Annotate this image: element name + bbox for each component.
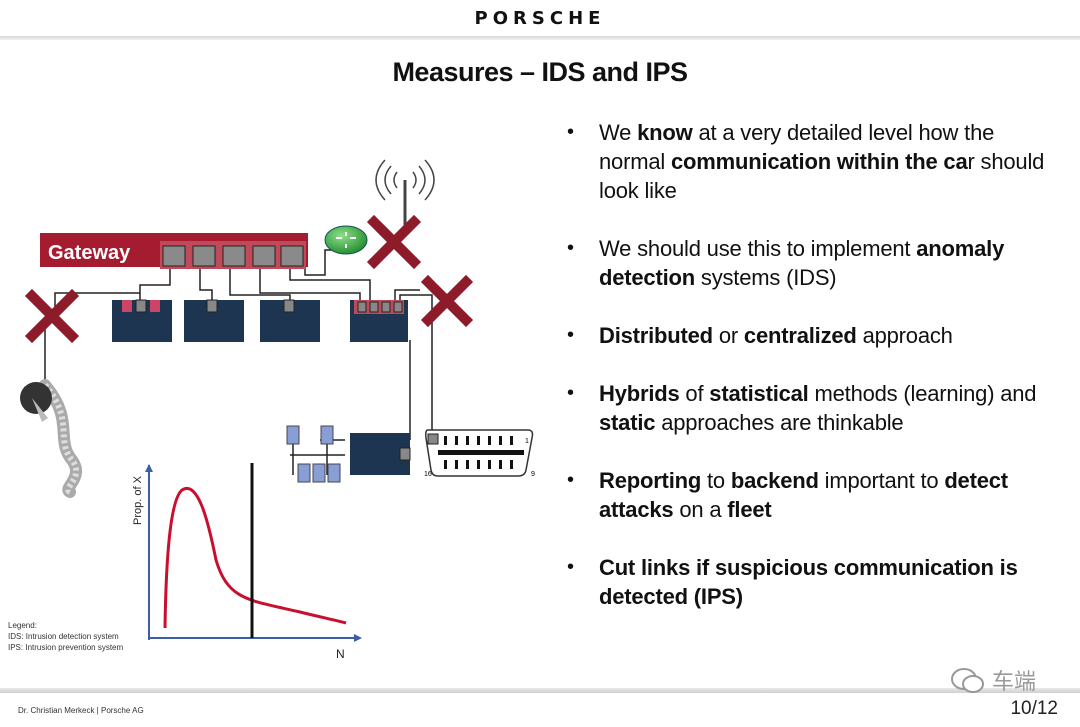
legend: Legend: IDS: Intrusion detection system … [8, 620, 123, 653]
bullet-item: Reporting to backend important to detect… [565, 466, 1065, 524]
footer-divider [0, 688, 1080, 693]
bullet-bold-text: static [599, 410, 656, 435]
bullet-text: r should look like [599, 149, 1045, 203]
header-bar: PORSCHE [0, 0, 1080, 44]
bullet-bold-text: Distributed [599, 323, 713, 348]
charging-plug-icon [20, 379, 82, 498]
bullet-bold-text: Hybrids [599, 381, 680, 406]
anomaly-graph: Prop. of X N [132, 463, 362, 661]
graph-y-label: Prop. of X [132, 475, 144, 525]
ecu-boxes [112, 299, 411, 475]
bullet-text: on a [673, 497, 728, 522]
header-divider [0, 36, 1080, 40]
pin-16-label: 16 [424, 471, 432, 478]
watermark-text: 车端 [992, 670, 1037, 695]
bullet-bold-text: Cut links if suspicious communication is… [599, 555, 1018, 609]
bullet-item: Distributed or centralized approach [565, 321, 1065, 350]
bullet-text: systems (IDS) [695, 265, 837, 290]
gateway-box: Gateway [40, 233, 308, 269]
legend-title: Legend: [8, 621, 37, 630]
bullet-bold-text: detect attacks [599, 468, 1008, 522]
bullet-text: approaches are thinkable [655, 410, 904, 435]
bullet-item: We should use this to implement anomaly … [565, 234, 1065, 292]
bullet-text: or [712, 323, 744, 348]
porsche-logo: PORSCHE [474, 8, 606, 29]
bullet-bold-text: backend [730, 468, 819, 493]
bullet-bold-text: know [637, 120, 693, 145]
gateway-label: Gateway [48, 242, 131, 264]
graph-x-label: N [336, 647, 345, 661]
bullet-text: approach [856, 323, 953, 348]
pin-9-label: 9 [531, 471, 535, 478]
bullet-text: We should use this to implement [599, 236, 917, 261]
slide-title: Measures – IDS and IPS [392, 57, 688, 87]
wechat-icon [951, 668, 984, 693]
bullet-bold-text: fleet [727, 497, 772, 522]
bullet-bold-text: centralized [743, 323, 857, 348]
bullet-text: to [701, 468, 731, 493]
bullet-bold-text: statistical [709, 381, 809, 406]
bullet-text: of [679, 381, 710, 406]
bullet-text: methods (learning) and [808, 381, 1037, 406]
antenna-icon [375, 159, 435, 228]
bullet-item: Hybrids of statistical methods (learning… [565, 379, 1065, 437]
pin-1-label: 1 [525, 438, 529, 445]
bullet-item: Cut links if suspicious communication is… [565, 553, 1065, 611]
bus-wires [44, 249, 433, 475]
bullet-bold-text: communication within the ca [670, 149, 968, 174]
bullet-bold-text: anomaly detection [599, 236, 1005, 290]
bullet-bold-text: Reporting [599, 468, 702, 493]
legend-ids: IDS: Intrusion detection system [8, 632, 119, 641]
sub-network [286, 425, 341, 483]
network-diagram: Gateway [20, 159, 535, 661]
bullet-item: We know at a very detailed level how the… [565, 118, 1065, 205]
bullet-text: We [599, 120, 638, 145]
obd-connector-icon: 1 16 9 [424, 429, 535, 478]
router-icon [324, 225, 368, 255]
footer-author: Dr. Christian Merkeck | Porsche AG [18, 706, 144, 715]
blocked-link-cross-icons [24, 214, 474, 344]
bullet-list: We know at a very detailed level how the… [565, 118, 1065, 640]
bullet-text: important to [818, 468, 945, 493]
page-number: 10/12 [1010, 698, 1058, 719]
legend-ips: IPS: Intrusion prevention system [8, 643, 124, 652]
bullet-text: at a very detailed level how the normal [599, 120, 995, 174]
